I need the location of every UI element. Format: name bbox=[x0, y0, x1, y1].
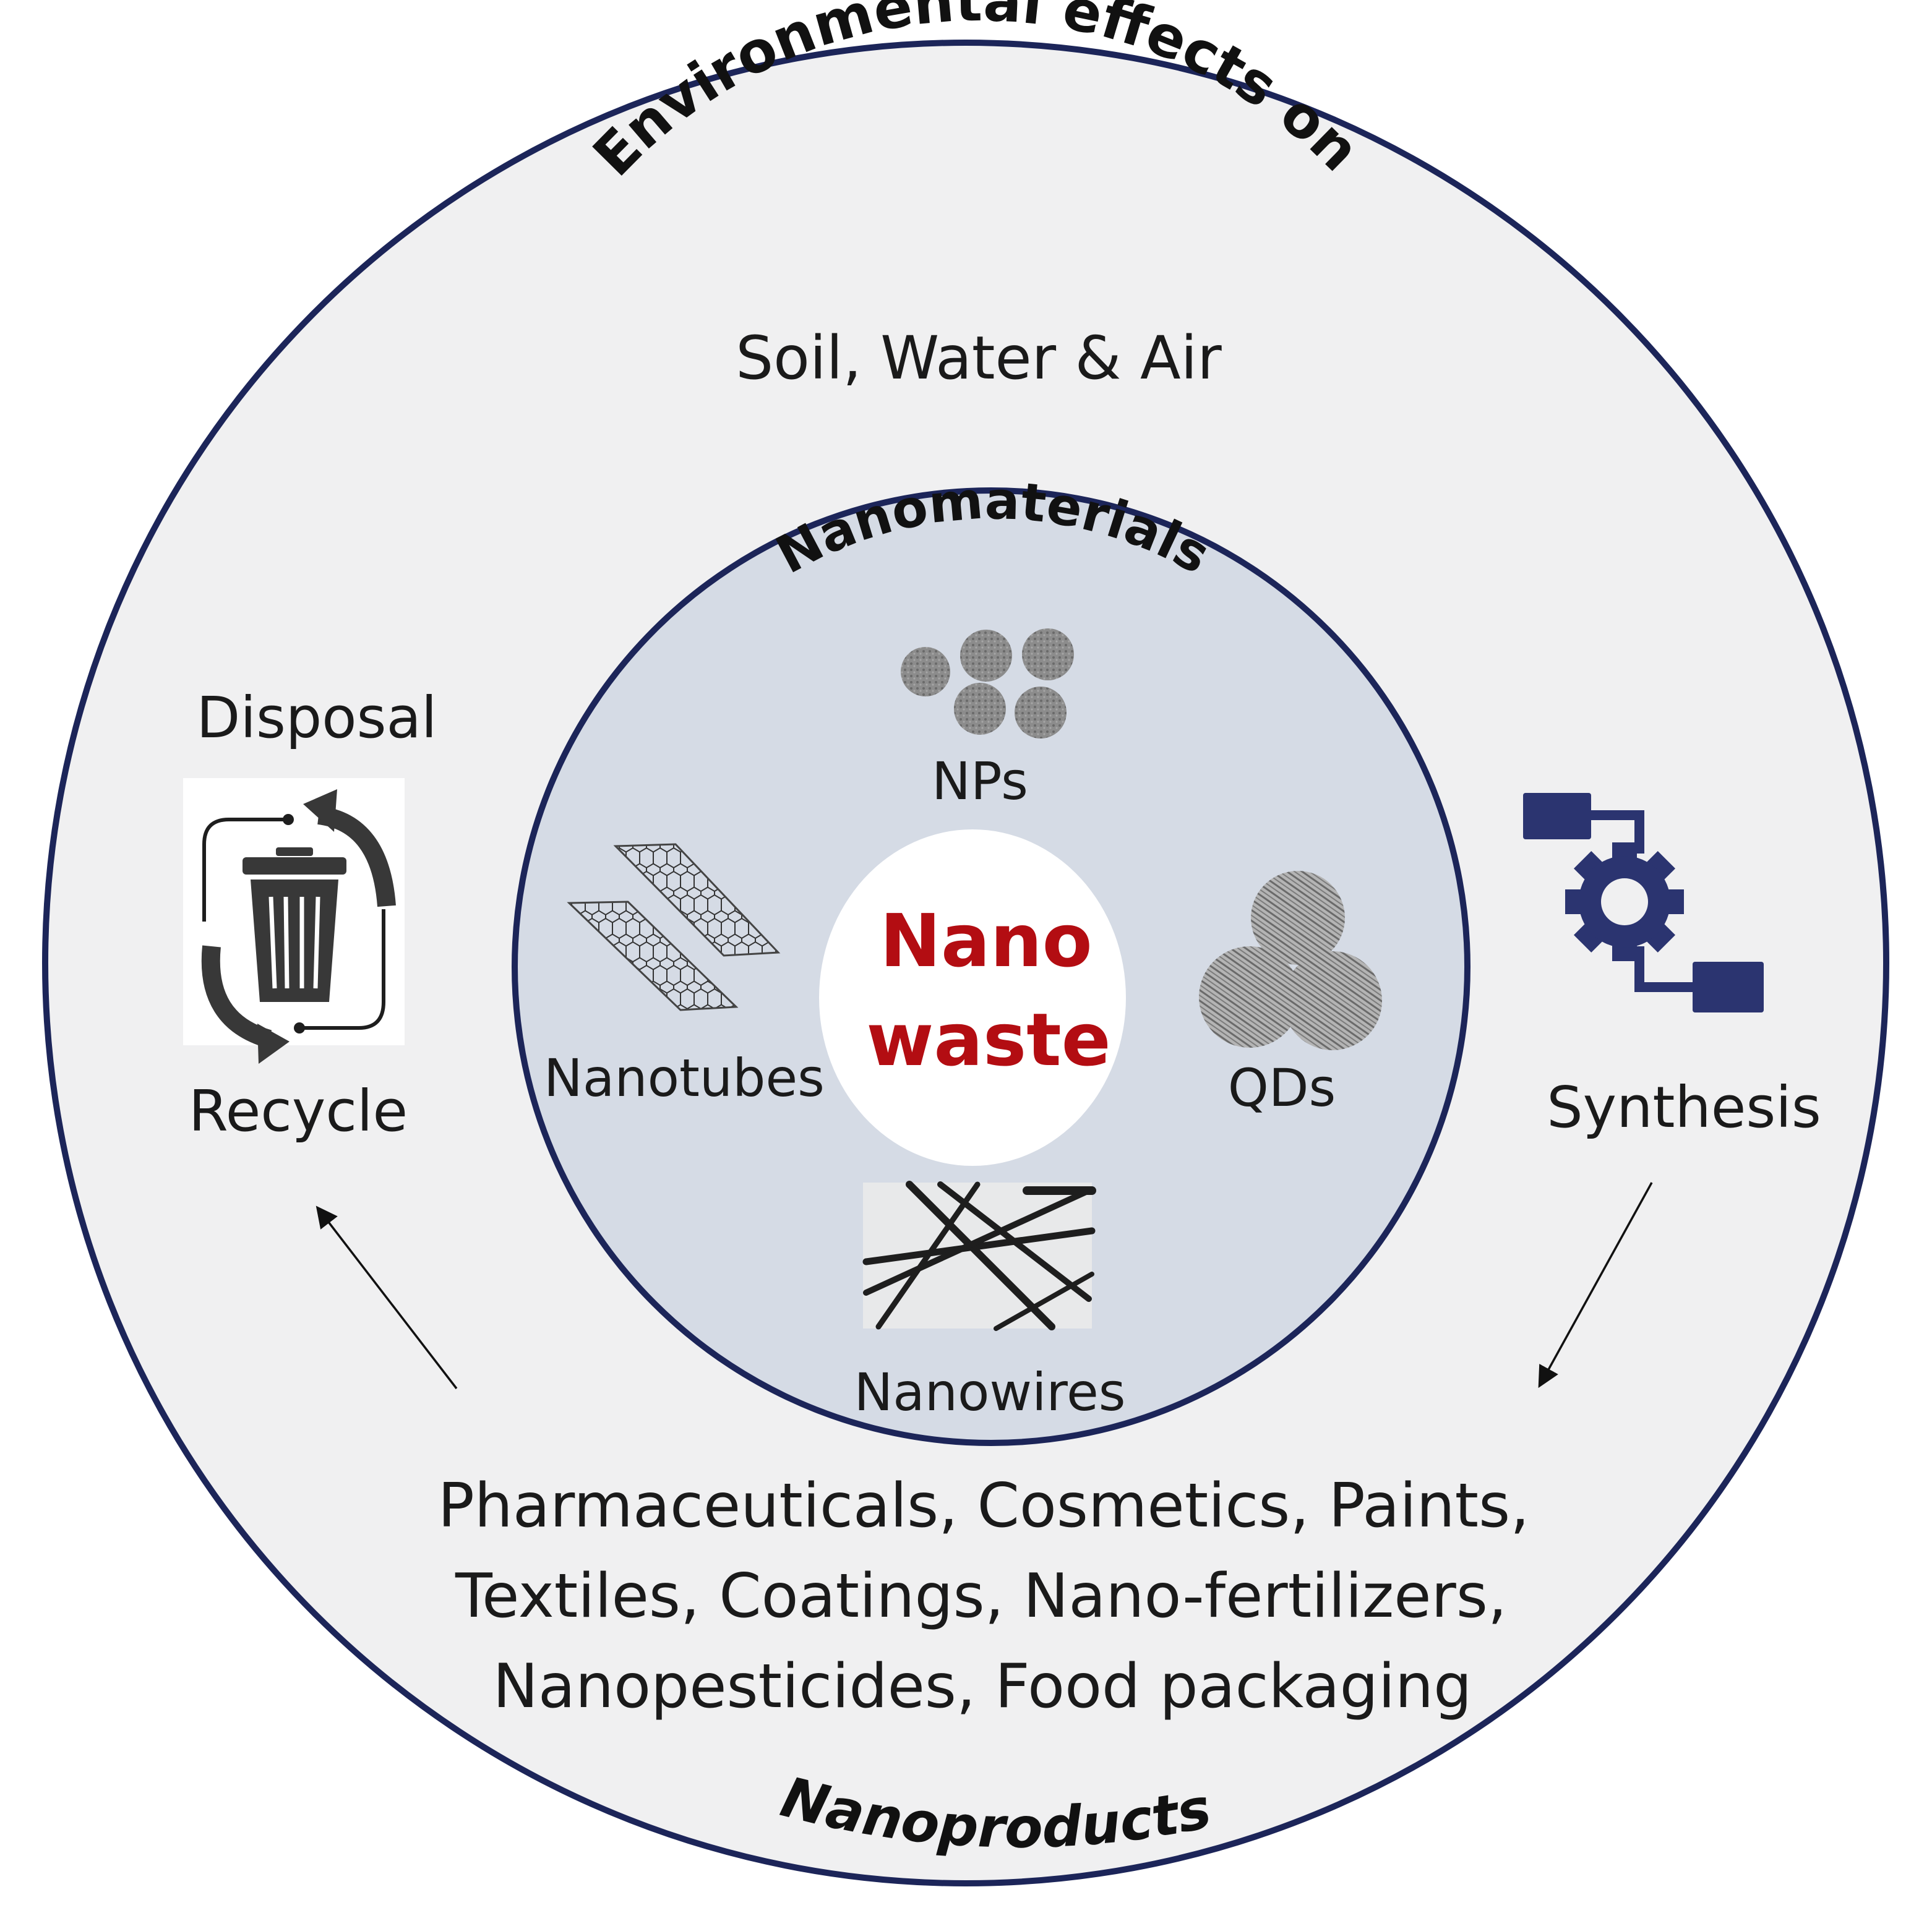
nanowires-label: Nanowires bbox=[854, 1362, 1125, 1423]
outer-subtitle: Soil, Water & Air bbox=[736, 323, 1222, 393]
nanotubes-label: Nanotubes bbox=[544, 1048, 825, 1108]
products-line-1: Pharmaceuticals, Cosmetics, Paints, bbox=[438, 1471, 1530, 1541]
recycle-label: Recycle bbox=[189, 1078, 408, 1144]
disposal-label: Disposal bbox=[197, 685, 437, 751]
nanowires-icon bbox=[862, 1181, 1096, 1331]
quantum-dots-icon bbox=[1199, 871, 1382, 1050]
products-to-recycle-arrow bbox=[316, 1205, 458, 1390]
nanoparticles-icon bbox=[901, 628, 1074, 738]
products-line-3: Nanopesticides, Food packaging bbox=[493, 1651, 1472, 1722]
qds-label: QDs bbox=[1228, 1058, 1336, 1118]
center-circle bbox=[819, 829, 1126, 1166]
nps-label: NPs bbox=[932, 751, 1028, 811]
synthesis-label: Synthesis bbox=[1547, 1074, 1821, 1141]
recycle-bin-icon bbox=[183, 778, 405, 1064]
center-line1: Nano bbox=[880, 898, 1092, 983]
synthesis-to-products-arrow bbox=[1538, 1182, 1653, 1389]
products-line-2: Textiles, Coatings, Nano-fertilizers, bbox=[455, 1561, 1507, 1632]
nanotubes-icon bbox=[567, 843, 781, 1011]
center-line2: waste bbox=[866, 997, 1110, 1082]
